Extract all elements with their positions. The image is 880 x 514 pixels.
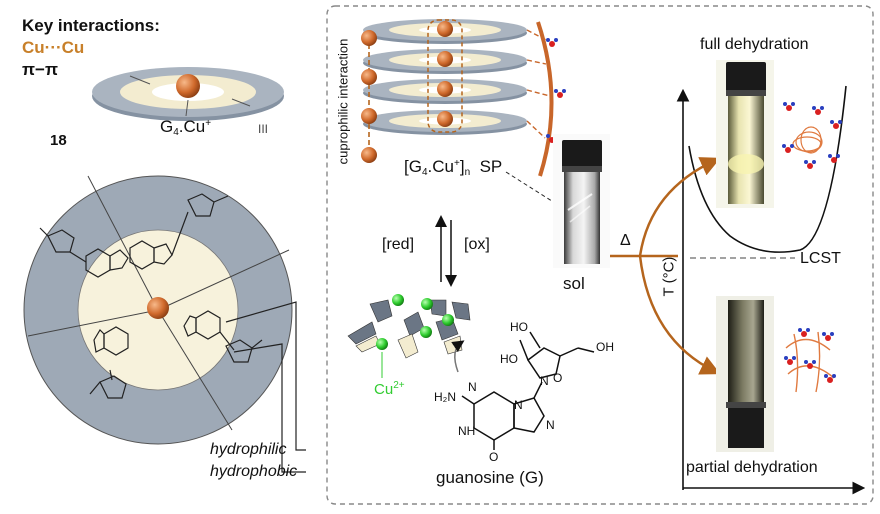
full-dehydration-label: full dehydration: [700, 36, 809, 53]
g-quartet-diagram: [23, 175, 306, 473]
stack-label: [G4.Cu+]n SP: [404, 157, 503, 178]
cu2-ion-sphere: [421, 298, 433, 310]
atom-n7: N: [546, 418, 555, 432]
partial-dehydration-label: partial dehydration: [686, 459, 818, 476]
arrow-to-full: [638, 157, 721, 257]
sol-vial-photo: [553, 134, 610, 268]
atom-n1: N: [514, 398, 523, 412]
sol-label: sol: [563, 274, 585, 293]
full-dehydration-aggregate: [792, 126, 823, 154]
atom-ho-2: HO: [500, 352, 518, 366]
cu2-ion-sphere: [376, 338, 388, 350]
key-interactions-heading: Key interactions:: [22, 16, 160, 35]
cu2-label: Cu2+: [374, 380, 405, 398]
atom-n9: N: [540, 374, 549, 388]
temperature-axis-label: T (°C): [660, 256, 678, 297]
atom-o-carbonyl: O: [489, 450, 499, 464]
water-molecules-sp: [546, 38, 566, 143]
cu-cu-label: Cu···Cu: [22, 38, 85, 57]
phase-diagram-axes: [638, 85, 866, 495]
cu2-ion-sphere: [392, 294, 404, 306]
tetrad-disc: [92, 67, 284, 121]
hydrophilic-label: hydrophilic: [210, 441, 287, 458]
redox-arrows: [435, 215, 457, 287]
atom-ho-1: HO: [510, 320, 528, 334]
stacked-polymer: [361, 19, 567, 211]
arrow-to-partial: [638, 255, 721, 375]
water-molecules-full: [782, 102, 842, 169]
guanine-structures: [39, 193, 263, 399]
hydrophobic-label: hydrophobic: [210, 463, 298, 480]
guanosine-structure: [461, 331, 595, 450]
partial-dehydration-network: [785, 331, 835, 393]
main-panel-border: [326, 5, 874, 505]
pi-pi-label: π−π: [22, 60, 58, 79]
compound-number: 18: [50, 132, 67, 149]
atom-oh: OH: [596, 340, 614, 354]
full-dehydration-vial: [716, 60, 774, 208]
delta-label: Δ: [620, 232, 631, 249]
ox-label: [ox]: [464, 236, 490, 253]
lcst-curve: [688, 85, 847, 253]
atom-n3: N: [468, 380, 477, 394]
red-label: [red]: [382, 236, 415, 253]
central-copper-ion: [147, 297, 169, 319]
tetrad-label: G4.Cu+: [160, 117, 212, 138]
lcst-label: LCST: [800, 250, 841, 267]
copper-ion-sphere: [176, 74, 200, 98]
partial-dehydration-vial: [716, 296, 774, 452]
atom-h2n: H₂N: [434, 390, 456, 404]
cu2-ion-sphere: [442, 314, 454, 326]
cuprophilic-interaction-label: cuprophilic interaction: [335, 38, 351, 165]
dissociated-fragments: [347, 294, 471, 378]
atom-nh: NH: [458, 424, 476, 438]
water-molecules-partial: [784, 328, 836, 383]
cu2-ion-sphere: [420, 326, 432, 338]
atom-o-ring: O: [553, 371, 563, 385]
guanosine-caption: guanosine (G): [436, 468, 544, 487]
roman-numeral: III: [258, 122, 269, 136]
